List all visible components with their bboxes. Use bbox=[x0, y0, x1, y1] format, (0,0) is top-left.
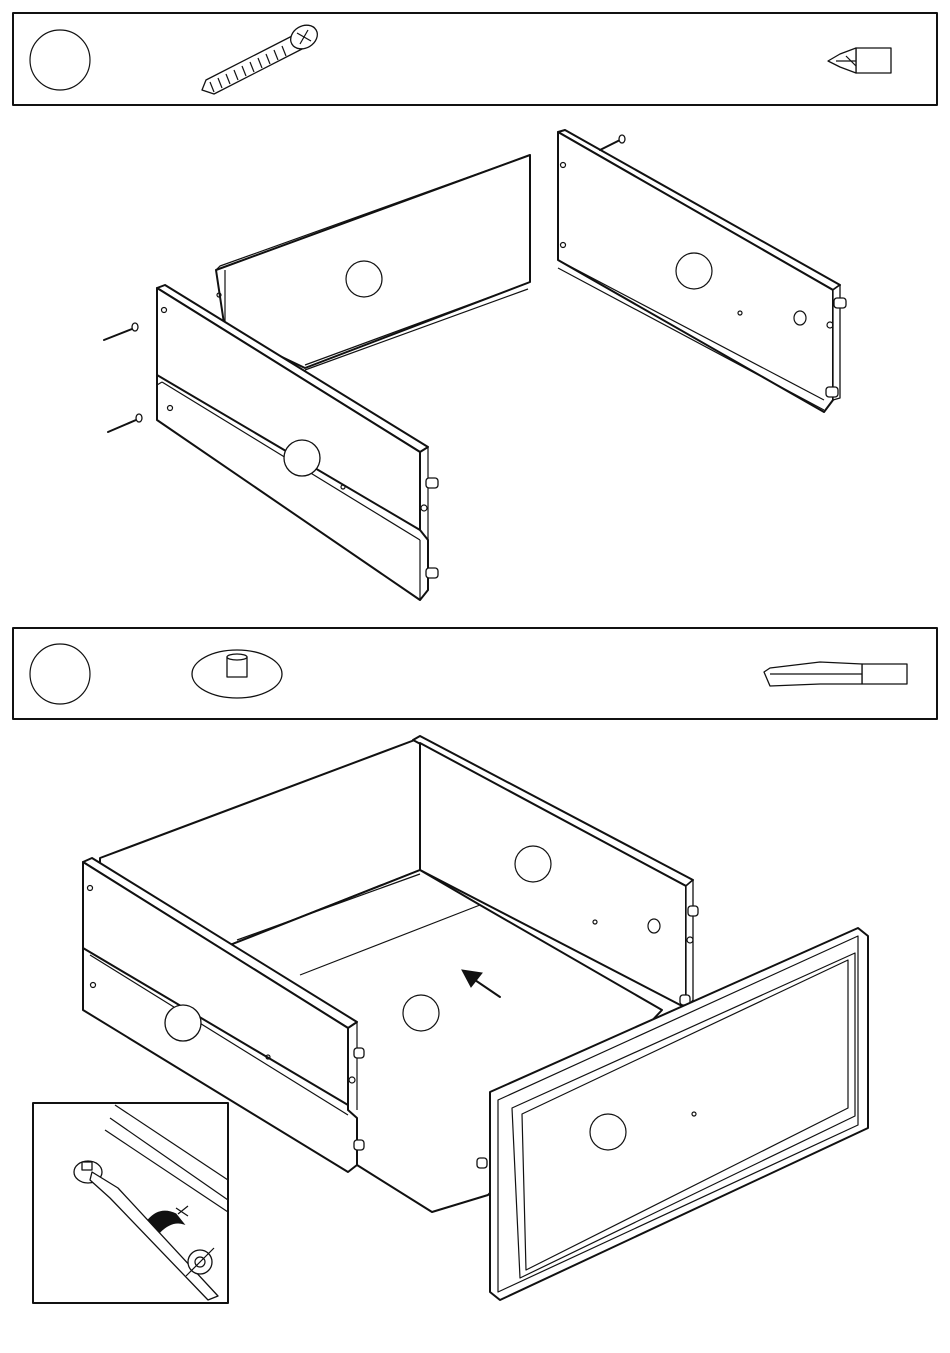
step2-illustration bbox=[33, 736, 868, 1303]
screw bbox=[104, 323, 138, 340]
step1-header-box bbox=[13, 13, 937, 105]
part-callout-circle bbox=[284, 440, 320, 476]
screw bbox=[600, 135, 625, 150]
part-callout-circle bbox=[30, 644, 90, 704]
cam-lock-icon bbox=[74, 1105, 228, 1212]
back-panel bbox=[216, 155, 530, 370]
step2-header bbox=[13, 628, 937, 719]
right-side-panel bbox=[558, 130, 846, 412]
flat-screwdriver-icon bbox=[90, 1172, 218, 1300]
cam-lock-icon bbox=[192, 650, 282, 698]
part-callout-circle bbox=[165, 1005, 201, 1041]
step1-header bbox=[13, 13, 937, 105]
screw bbox=[108, 414, 142, 432]
part-callout-circle bbox=[30, 30, 90, 90]
detail-inset bbox=[33, 1103, 228, 1303]
flat-screwdriver-icon bbox=[764, 662, 907, 686]
step1-illustration bbox=[104, 130, 846, 600]
phillips-screwdriver-icon bbox=[828, 48, 891, 73]
wood-screw-icon bbox=[202, 20, 322, 94]
